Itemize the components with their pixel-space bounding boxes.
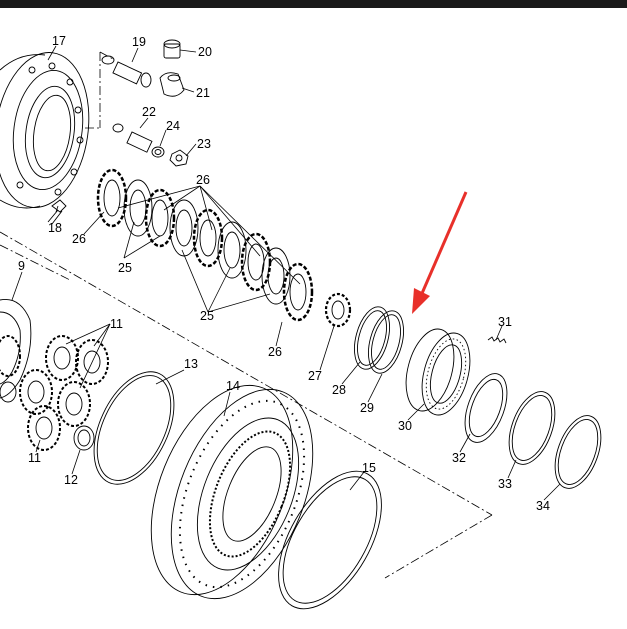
- part-22-adapter: [112, 123, 153, 153]
- label-11-top: 11: [110, 317, 123, 331]
- part-33-ring: [508, 391, 556, 465]
- part-21-elbow: [159, 72, 185, 97]
- part-19-fitting: [101, 55, 152, 88]
- part-14-hub: [150, 384, 314, 600]
- part-23-plug: [169, 149, 189, 167]
- label-18: 18: [48, 221, 62, 235]
- part-31-spring: [487, 336, 507, 344]
- label-26-left: 26: [72, 232, 86, 246]
- label-25-bottom: 25: [200, 309, 214, 323]
- red-annotation-arrow: [412, 191, 468, 314]
- leader-lines: [11, 45, 561, 501]
- label-23: 23: [197, 137, 211, 151]
- label-27: 27: [308, 369, 322, 383]
- part-29-ring: [368, 310, 404, 374]
- part-17-housing: [0, 52, 90, 209]
- label-25-left: 25: [118, 261, 132, 275]
- part-13-ring: [93, 371, 175, 485]
- part-20-cap: [163, 39, 181, 59]
- label-26-bottom: 26: [268, 345, 282, 359]
- callout-labels: 17 19 20 21 22 24 23 26 18 26 25 9 25 26…: [18, 34, 550, 513]
- label-15: 15: [362, 461, 376, 475]
- label-12: 12: [64, 473, 78, 487]
- label-14: 14: [226, 379, 240, 393]
- label-31: 31: [498, 315, 512, 329]
- part-28-ring: [354, 306, 390, 370]
- part-12-washer: [73, 425, 95, 451]
- label-9: 9: [18, 259, 25, 273]
- top-border-bar: [0, 0, 627, 8]
- label-26-top: 26: [196, 173, 210, 187]
- label-19: 19: [132, 35, 146, 49]
- label-20: 20: [198, 45, 212, 59]
- label-30: 30: [398, 419, 412, 433]
- label-24: 24: [166, 119, 180, 133]
- part-32-seal: [464, 373, 508, 443]
- label-28: 28: [332, 383, 346, 397]
- part-26-25-disc-stack: [96, 168, 314, 322]
- label-17: 17: [52, 34, 66, 48]
- label-22: 22: [142, 105, 156, 119]
- assembly-axis-lines: [0, 51, 493, 579]
- label-21: 21: [196, 86, 210, 100]
- label-29: 29: [360, 401, 374, 415]
- part-15-ring: [278, 470, 382, 610]
- part-30-housing: [405, 328, 471, 416]
- label-33: 33: [498, 477, 512, 491]
- part-27-gear: [324, 292, 352, 328]
- label-13: 13: [184, 357, 198, 371]
- part-11-planet-gears: [0, 335, 109, 451]
- label-34: 34: [536, 499, 550, 513]
- label-32: 32: [452, 451, 466, 465]
- part-34-ring: [554, 415, 602, 489]
- part-24-washer: [151, 146, 165, 158]
- label-11-bottom: 11: [28, 451, 41, 465]
